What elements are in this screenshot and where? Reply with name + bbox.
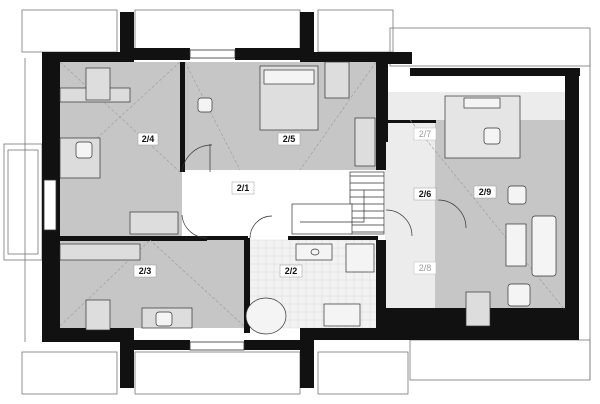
furniture xyxy=(59,61,557,335)
room-label-2-5: 2/5 xyxy=(283,134,296,144)
room-label-2-1: 2/1 xyxy=(237,183,250,193)
room-label-2-3: 2/3 xyxy=(139,266,152,276)
staircase xyxy=(291,171,385,235)
label-box-2-1 xyxy=(231,181,255,195)
label-box-2-6 xyxy=(413,187,437,201)
windows xyxy=(43,49,245,351)
label-box-2-4 xyxy=(137,132,159,146)
label-box-2-9 xyxy=(473,185,497,199)
room-label-2-6: 2/6 xyxy=(419,189,432,199)
room-label-2-2: 2/2 xyxy=(285,266,298,276)
roof-hip-lines xyxy=(59,61,566,327)
label-box-2-7 xyxy=(413,127,437,141)
walls xyxy=(42,12,580,388)
left-balcony xyxy=(3,143,43,261)
door-swings xyxy=(181,144,467,239)
label-box-2-3 xyxy=(133,264,157,278)
room-label-2-9: 2/9 xyxy=(479,187,492,197)
room-label-2-4: 2/4 xyxy=(142,134,155,144)
label-box-2-8 xyxy=(413,261,437,275)
label-box-2-5 xyxy=(277,132,301,146)
room-label-2-8: 2/8 xyxy=(419,263,432,273)
room-labels: 2/4 2/5 2/1 2/3 2/2 2/6 2/9 2/7 2/8 xyxy=(133,127,497,278)
label-box-2-2 xyxy=(279,264,303,278)
room-label-2-7: 2/7 xyxy=(419,129,432,139)
